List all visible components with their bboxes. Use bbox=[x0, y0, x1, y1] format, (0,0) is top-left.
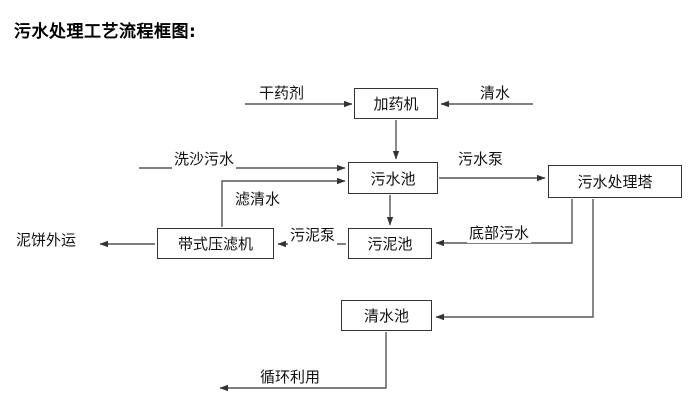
node-label: 清水池 bbox=[363, 307, 409, 325]
label-bottom-sewage: 底部污水 bbox=[467, 222, 532, 243]
edge-tower-to-clean-water-pool bbox=[435, 199, 594, 321]
node-sewage-pool[interactable]: 污水池 bbox=[348, 162, 438, 194]
edge-clean-water-to-recycle bbox=[219, 332, 387, 392]
label-filtrate: 滤清水 bbox=[233, 188, 283, 209]
node-label: 污水处理塔 bbox=[577, 173, 653, 191]
label-dry-agent: 干药剂 bbox=[257, 82, 307, 103]
label-mud-cake-output: 泥饼外运 bbox=[16, 231, 77, 249]
node-label: 污水池 bbox=[370, 169, 416, 188]
node-clean-water-pool[interactable]: 清水池 bbox=[341, 300, 432, 331]
node-treatment-tower[interactable]: 污水处理塔 bbox=[548, 165, 682, 198]
edge-filtrate-to-sewage-pool bbox=[221, 177, 346, 227]
node-label: 污泥池 bbox=[367, 235, 413, 253]
node-dosing-machine[interactable]: 加药机 bbox=[354, 88, 438, 119]
node-label: 带式压滤机 bbox=[177, 235, 253, 253]
node-belt-filter-press[interactable]: 带式压滤机 bbox=[157, 228, 274, 259]
page-title: 污水处理工艺流程框图: bbox=[14, 22, 197, 42]
edge-bottom-sewage-to-sludge bbox=[435, 199, 573, 247]
label-recycle-use: 循环利用 bbox=[260, 368, 321, 386]
node-label: 加药机 bbox=[373, 95, 419, 113]
node-sludge-pool[interactable]: 污泥池 bbox=[348, 228, 432, 259]
label-sewage-pump: 污水泵 bbox=[456, 148, 506, 169]
label-clean-water-input: 清水 bbox=[478, 82, 513, 103]
label-sludge-pump: 污泥泵 bbox=[288, 224, 338, 245]
label-sand-wash-sewage: 洗沙污水 bbox=[172, 148, 237, 169]
